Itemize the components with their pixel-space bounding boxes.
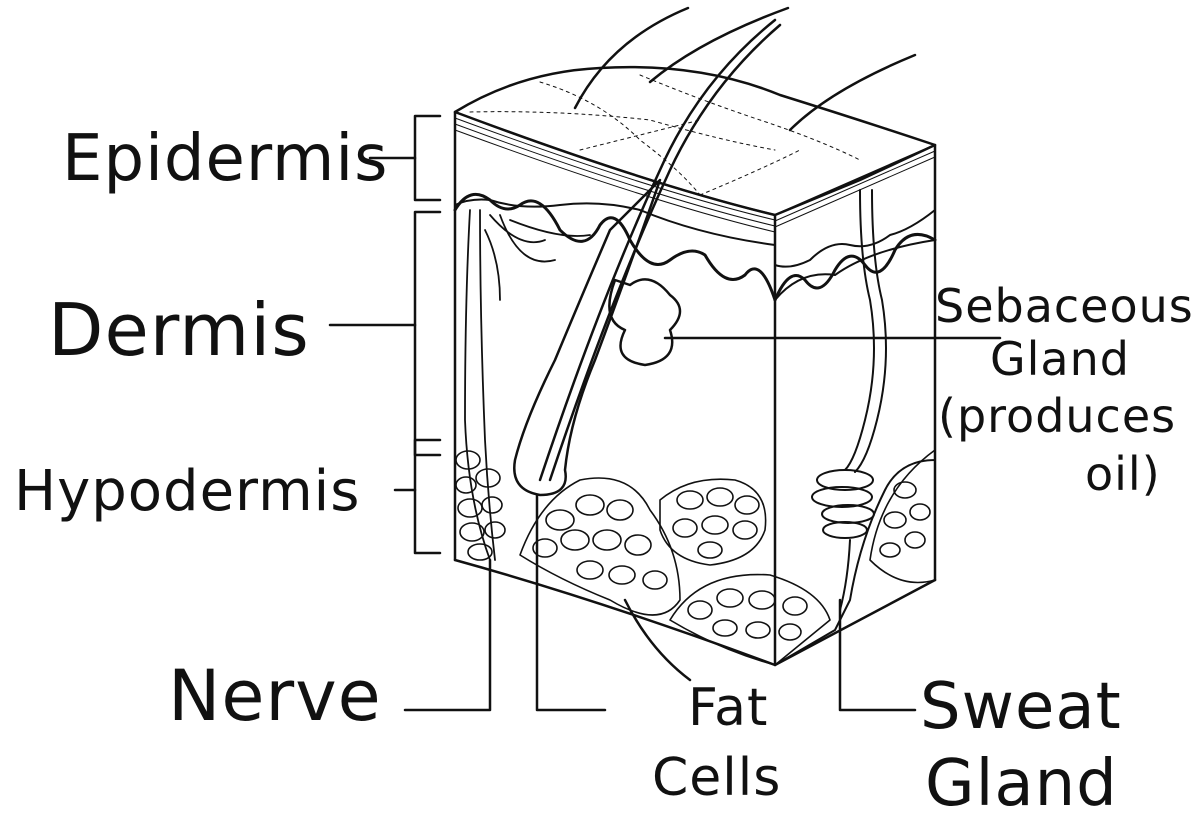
hair-shaft-4 [540, 20, 775, 480]
fat-cluster-center [520, 478, 680, 615]
fat-cluster-bottom [670, 575, 830, 665]
epidermis-bracket [415, 116, 440, 200]
label-sebaceous-line4: oil) [1085, 447, 1161, 501]
nerve-fibers [465, 210, 590, 560]
label-epidermis: Epidermis [62, 122, 389, 196]
hypodermis-bracket [415, 440, 440, 553]
label-sweat-line2: Gland [925, 747, 1118, 821]
block-bottom-edge [455, 560, 935, 665]
surface-creases [470, 75, 860, 195]
label-sebaceous-line2: Gland [990, 332, 1130, 386]
hair-follicle [514, 180, 660, 495]
labels: Epidermis Dermis Hypodermis Sebaceous Gl… [14, 122, 1194, 821]
label-hypodermis: Hypodermis [14, 459, 360, 524]
label-sebaceous-line1: Sebaceous [935, 279, 1194, 333]
label-nerve: Nerve [168, 655, 382, 737]
label-sweat-line1: Sweat [920, 670, 1122, 744]
label-fat-line1: Fat [688, 678, 768, 738]
hair-shaft-2 [650, 8, 788, 82]
fat-cluster-left [456, 451, 505, 560]
label-dermis: Dermis [48, 288, 310, 372]
skin-block [455, 8, 935, 665]
label-fat-line2: Cells [652, 748, 781, 808]
hair-shaft-1 [575, 8, 688, 108]
sweat-gland-leader [840, 600, 915, 710]
fat-cells [456, 450, 935, 665]
label-sebaceous-line3: (produces [938, 389, 1176, 443]
dermis-bracket [415, 212, 440, 455]
sweat-gland [812, 190, 886, 610]
hair-shafts [540, 8, 915, 480]
fat-cluster-right [660, 479, 766, 565]
nerve-leader [405, 560, 490, 710]
dermal-papillae-front [455, 194, 775, 300]
